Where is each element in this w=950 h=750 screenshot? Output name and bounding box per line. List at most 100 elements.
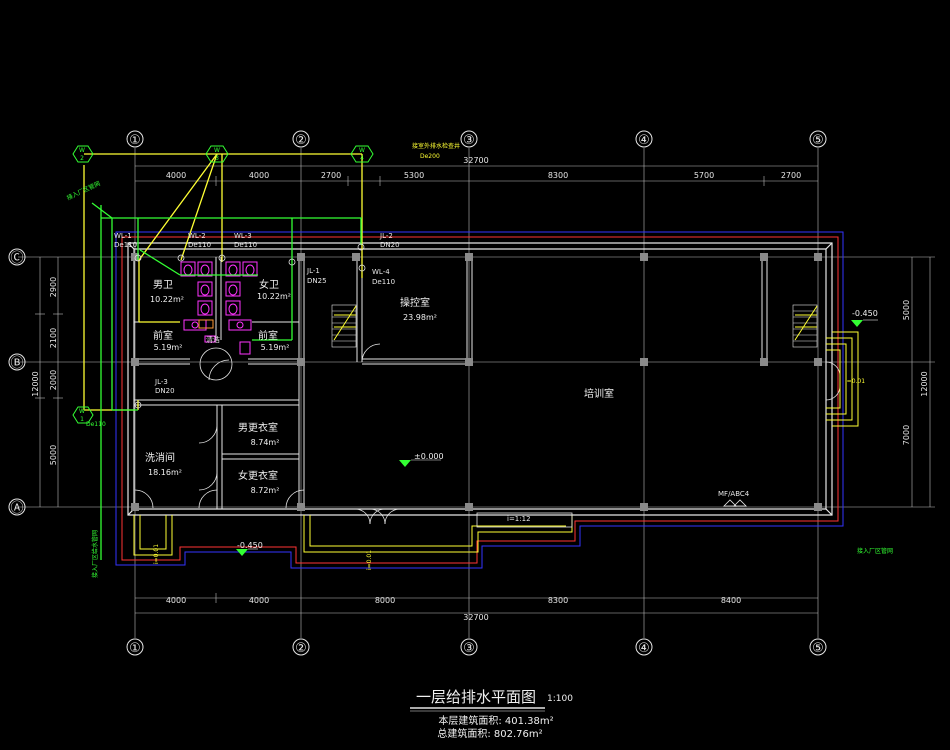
room-mens-toilet-name: 男卫	[153, 279, 173, 291]
pipe-wl4-size: De110	[372, 278, 395, 286]
dim-bottom-total: 32700	[463, 613, 488, 622]
level-outside-left: -0.450	[237, 541, 263, 550]
axis-label-2-bottom: ②	[295, 641, 307, 656]
axis-label-1-bottom: ①	[129, 641, 141, 656]
pipe-wl2-id: WL-2	[188, 232, 206, 240]
axis-grid	[18, 148, 935, 638]
room-mens-locker-area: 8.74m²	[251, 438, 280, 447]
dim-top-seg-6: 5700	[694, 171, 714, 180]
outline-red	[121, 236, 839, 564]
pipe-wl3-size: De110	[234, 241, 257, 249]
note-slope-bottom: i=0.01	[366, 550, 373, 570]
room-anteroom-left-name: 前室	[153, 329, 173, 342]
sink-orange	[198, 319, 214, 329]
room-training-name: 培训室	[584, 387, 614, 400]
manhole-w3-letter: W	[214, 147, 220, 154]
note-pipe-in-right: 接入厂区管网	[857, 547, 893, 555]
axis-label-1-top: ①	[129, 133, 141, 148]
pipe-jl1-size: DN25	[307, 277, 327, 285]
pipe-wl1-size: De110	[114, 241, 137, 249]
dim-left-seg-2: 2100	[49, 328, 58, 348]
room-mens-toilet-area: 10.22m²	[150, 295, 184, 304]
room-womens-toilet-area: 10.22m²	[257, 292, 291, 301]
riser-markers	[134, 243, 366, 409]
fire-extinguisher-icon	[723, 499, 747, 507]
axis-label-3-top: ③	[463, 133, 475, 148]
manhole-hexagons	[72, 145, 374, 424]
axis-bubbles-left	[8, 248, 26, 516]
axis-label-5-bottom: ⑤	[812, 641, 824, 656]
dim-top-seg-1: 4000	[166, 171, 186, 180]
room-womens-toilet-name: 女卫	[259, 278, 279, 291]
level-floor: ±0.000	[414, 452, 444, 461]
axis-label-2-top: ②	[295, 133, 307, 148]
pipe-wl1-id: WL-1	[114, 232, 132, 240]
axis-label-A: Ⓐ	[10, 501, 23, 516]
outline-blue	[115, 231, 844, 569]
room-decon-name: 洗消间	[145, 451, 175, 464]
axis-label-C: Ⓒ	[10, 251, 23, 266]
pipe-jl3-id: JL-3	[154, 378, 168, 386]
level-marker-lines	[248, 319, 878, 550]
dim-right-seg-2: 7000	[902, 425, 911, 445]
dim-top-seg-2: 4000	[249, 171, 269, 180]
note-slope-left: i=0.01	[153, 544, 160, 564]
pipe-jl2-id: JL-2	[379, 232, 393, 240]
dim-bottom-seg-5: 8400	[721, 596, 741, 605]
axis-bubbles-top	[126, 130, 827, 148]
note-slope-right: i=0.01	[845, 378, 865, 385]
manhole-w2-letter: W	[79, 147, 85, 154]
dim-left-seg-1: 2900	[49, 277, 58, 297]
manhole-w4-letter: W	[359, 147, 365, 154]
dim-top-seg-5: 8300	[548, 171, 568, 180]
note-drain-size: De200	[420, 153, 440, 160]
ramp-box	[476, 512, 573, 528]
interior-walls	[134, 257, 768, 509]
pipe-wl2-size: De110	[188, 241, 211, 249]
dim-bottom-seg-3: 8000	[375, 596, 395, 605]
dim-left-seg-3: 2000	[49, 370, 58, 390]
room-anteroom-left-area: 5.19m²	[154, 343, 183, 352]
dim-top-seg-7: 2700	[781, 171, 801, 180]
manhole-w1-letter: W	[79, 408, 85, 415]
structural-columns	[131, 253, 822, 511]
bottom-entrance-ramp	[133, 515, 573, 556]
floor-area-text: 本层建筑面积: 401.38m²	[438, 714, 553, 727]
room-womens-locker-name: 女更衣室	[238, 469, 278, 482]
right-entrance-steps	[826, 331, 859, 427]
exterior-walls	[127, 242, 833, 516]
drawing-scale: 1:100	[547, 694, 573, 704]
manhole-w3-num: 3	[215, 155, 219, 162]
room-control-area: 23.98m²	[403, 313, 437, 322]
room-anteroom-right-name: 前室	[258, 329, 278, 342]
pipe-jl1-id: JL-1	[306, 267, 320, 275]
stair-right	[792, 304, 818, 348]
axis-label-B: Ⓑ	[10, 356, 23, 371]
manhole-w2-num: 2	[80, 155, 84, 162]
level-outside-right: -0.450	[852, 309, 878, 318]
level-markers	[236, 320, 863, 556]
stair-left	[331, 304, 357, 348]
dim-bottom-seg-4: 8300	[548, 596, 568, 605]
note-left-mark: De110	[86, 421, 106, 428]
room-control-name: 操控室	[400, 296, 430, 309]
pipe-wl3-id: WL-3	[234, 232, 252, 240]
room-decon-area: 18.16m²	[148, 468, 182, 477]
dim-right-seg-1: 5000	[902, 300, 911, 320]
room-cleaning-name: 清洁	[206, 335, 220, 344]
dim-left-seg-4: 5000	[49, 445, 58, 465]
dim-top-seg-3: 2700	[321, 171, 341, 180]
drawing-title: 一层给排水平面图	[416, 688, 536, 706]
pipe-jl3-size: DN20	[155, 387, 175, 395]
toilet-fixtures	[180, 261, 258, 355]
note-ramp: i=1:12	[507, 515, 531, 523]
stair-yellow-highlights	[333, 305, 818, 341]
note-drain-top: 接室外排水检查井	[412, 142, 460, 150]
supply-pipes	[91, 202, 362, 560]
dim-top-seg-4: 5300	[404, 171, 424, 180]
dim-right-total: 12000	[920, 371, 929, 396]
manhole-w1-num: 1	[80, 416, 84, 423]
dimension-lines	[35, 165, 931, 614]
manhole-labels: W 2 W 3 W 4 W 1	[79, 147, 365, 423]
